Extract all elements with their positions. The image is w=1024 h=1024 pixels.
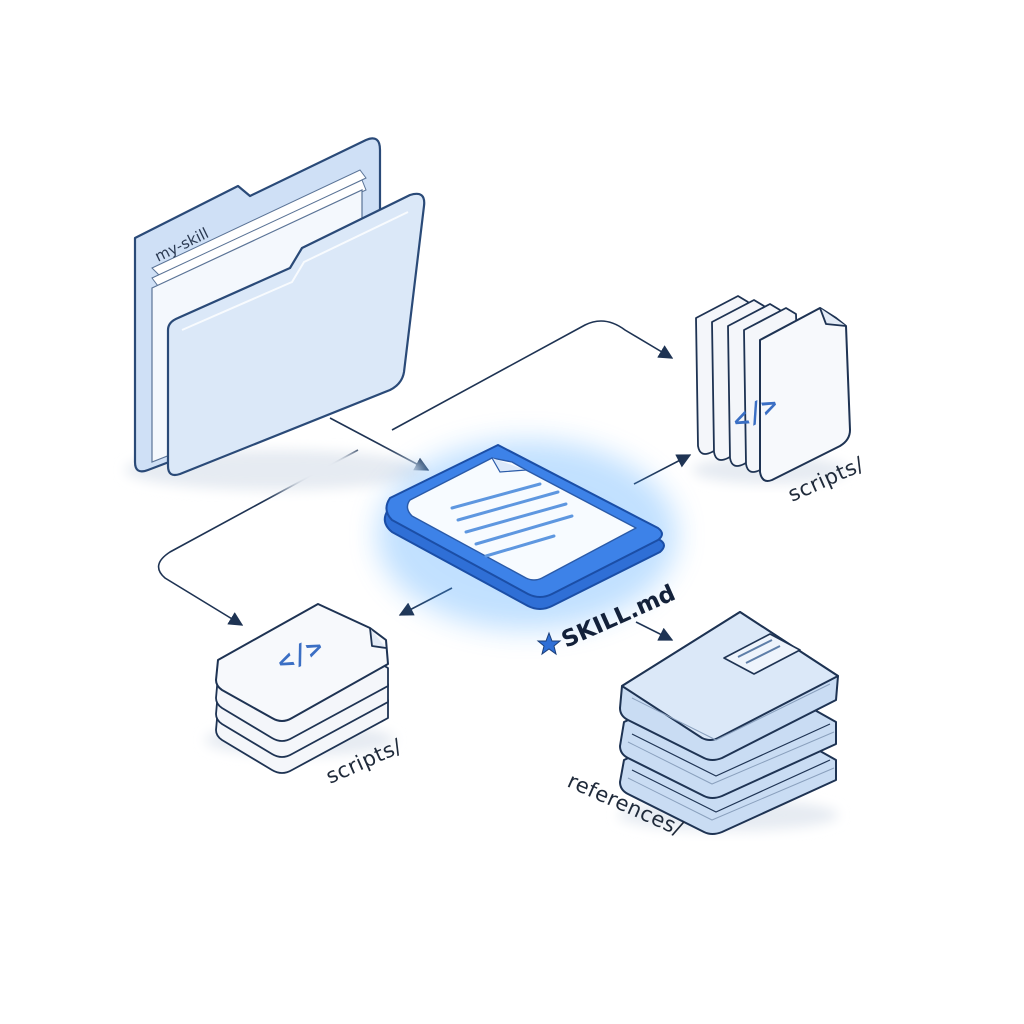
skill-file-card [377,440,677,630]
scripts-right-stack [692,295,851,484]
star-icon [536,631,562,656]
books-icon [618,611,839,835]
arrow-folder-to-skill [329,417,430,471]
arrow-folder-to-scripts-left [157,449,359,626]
folder-icon [125,137,426,490]
arrow-folder-to-scripts-right [391,320,674,431]
document-icon [406,457,637,581]
arrow-skill-to-references [635,621,674,641]
scripts-left-stack [205,603,395,774]
